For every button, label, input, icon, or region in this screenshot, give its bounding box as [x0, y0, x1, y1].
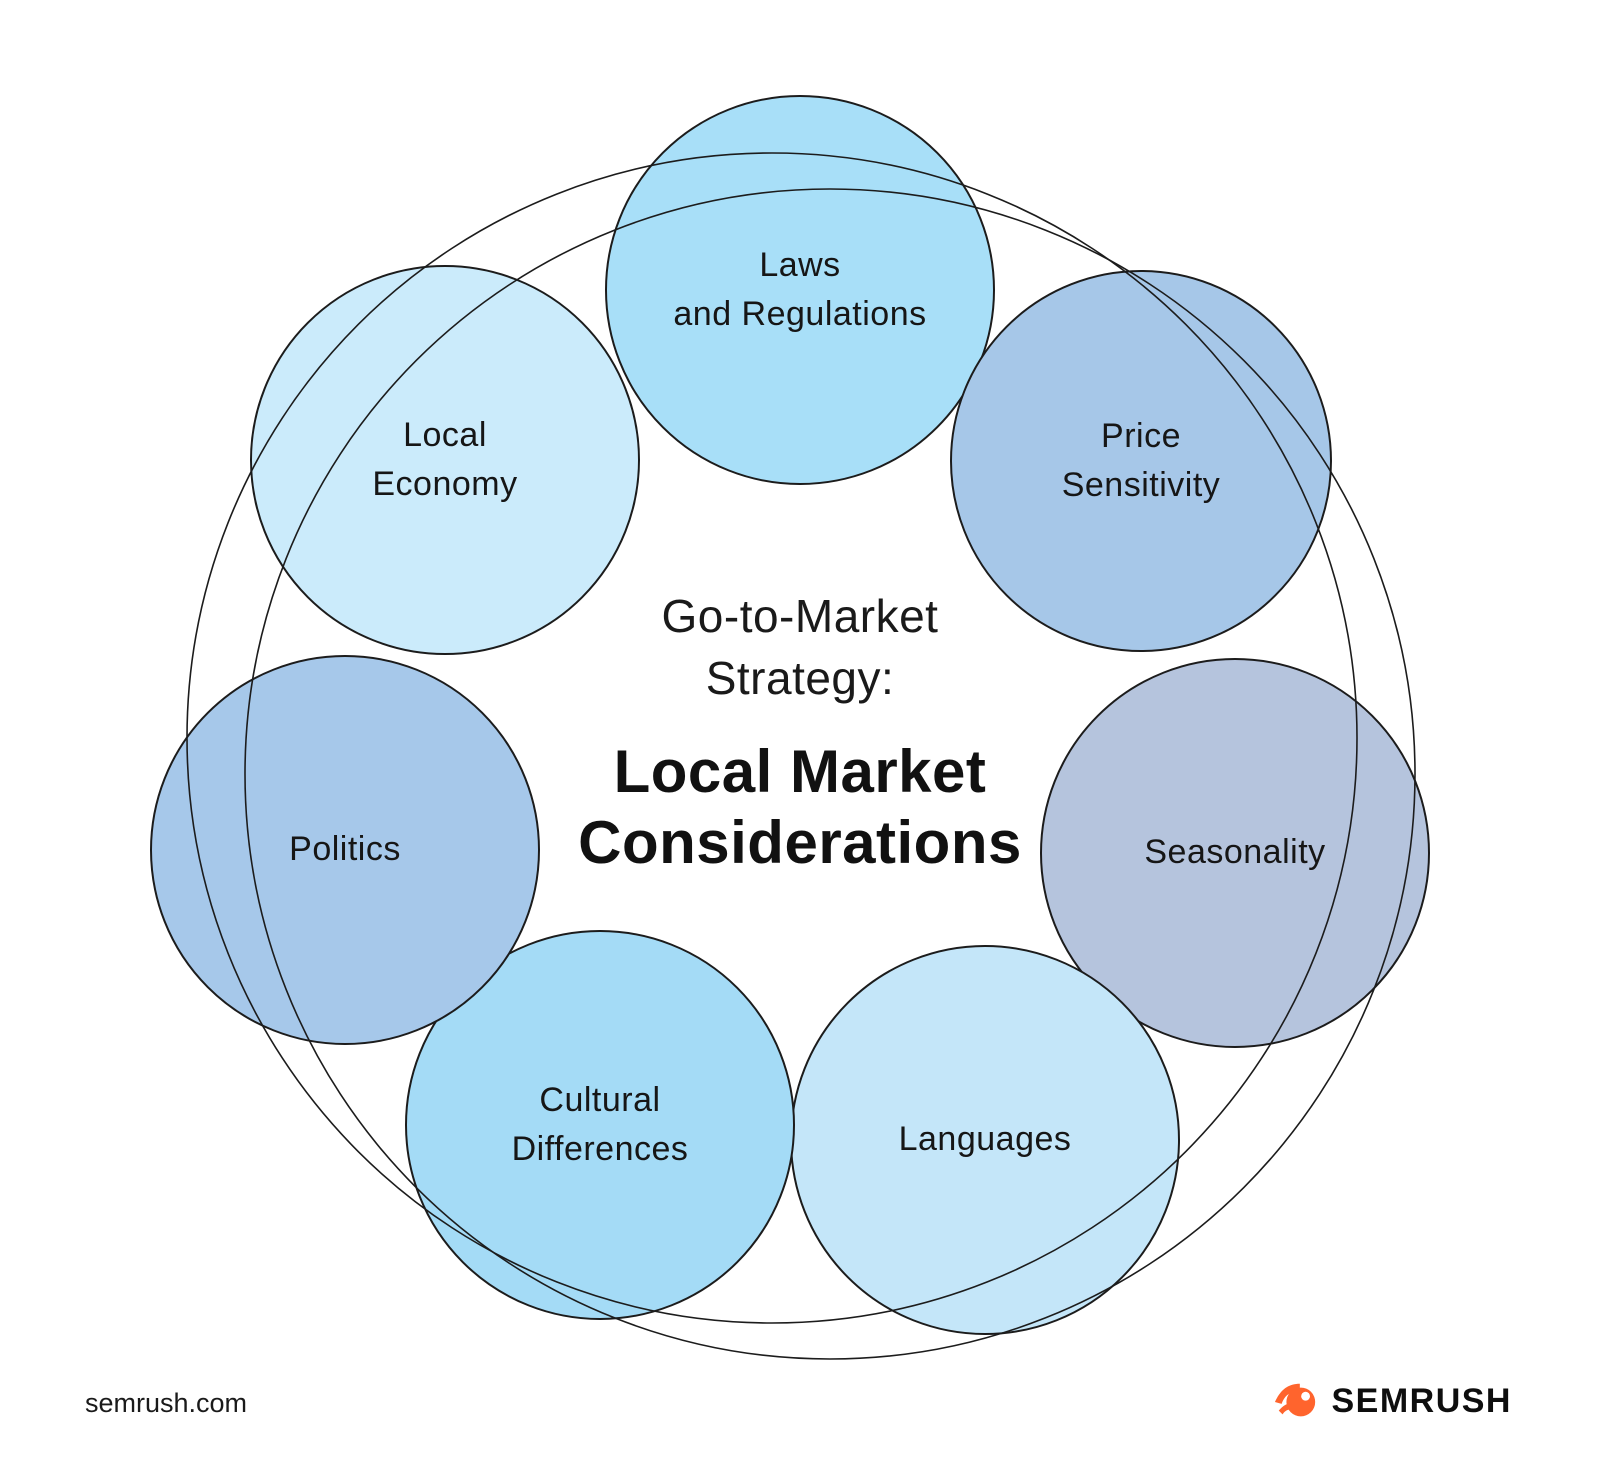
circle-label-laws-and-regulations: Laws and Regulations: [673, 245, 927, 333]
circle-label-cultural-differences: Cultural Differences: [511, 1080, 689, 1168]
center-subtitle: Go-to-Market Strategy:: [661, 590, 939, 705]
center-heading-group: Go-to-Market Strategy: Local Market Cons…: [400, 585, 1200, 879]
circle-label-local-economy: Local Economy: [372, 415, 518, 503]
website-text: semrush.com: [85, 1388, 248, 1418]
circle-label-price-sensitivity: Price Sensitivity: [1061, 416, 1221, 504]
circle-label-languages: Languages: [898, 1120, 1072, 1159]
circle-languages: Languages: [790, 945, 1180, 1335]
semrush-wordmark: SEMRUSH: [1331, 1381, 1512, 1420]
circle-label-politics: Politics: [289, 830, 401, 869]
center-title: Local Market Considerations: [578, 738, 1022, 876]
circle-laws-and-regulations: Laws and Regulations: [605, 95, 995, 485]
semrush-logo-icon: [1275, 1383, 1316, 1417]
semrush-logo: SEMRUSH: [1273, 1378, 1512, 1424]
